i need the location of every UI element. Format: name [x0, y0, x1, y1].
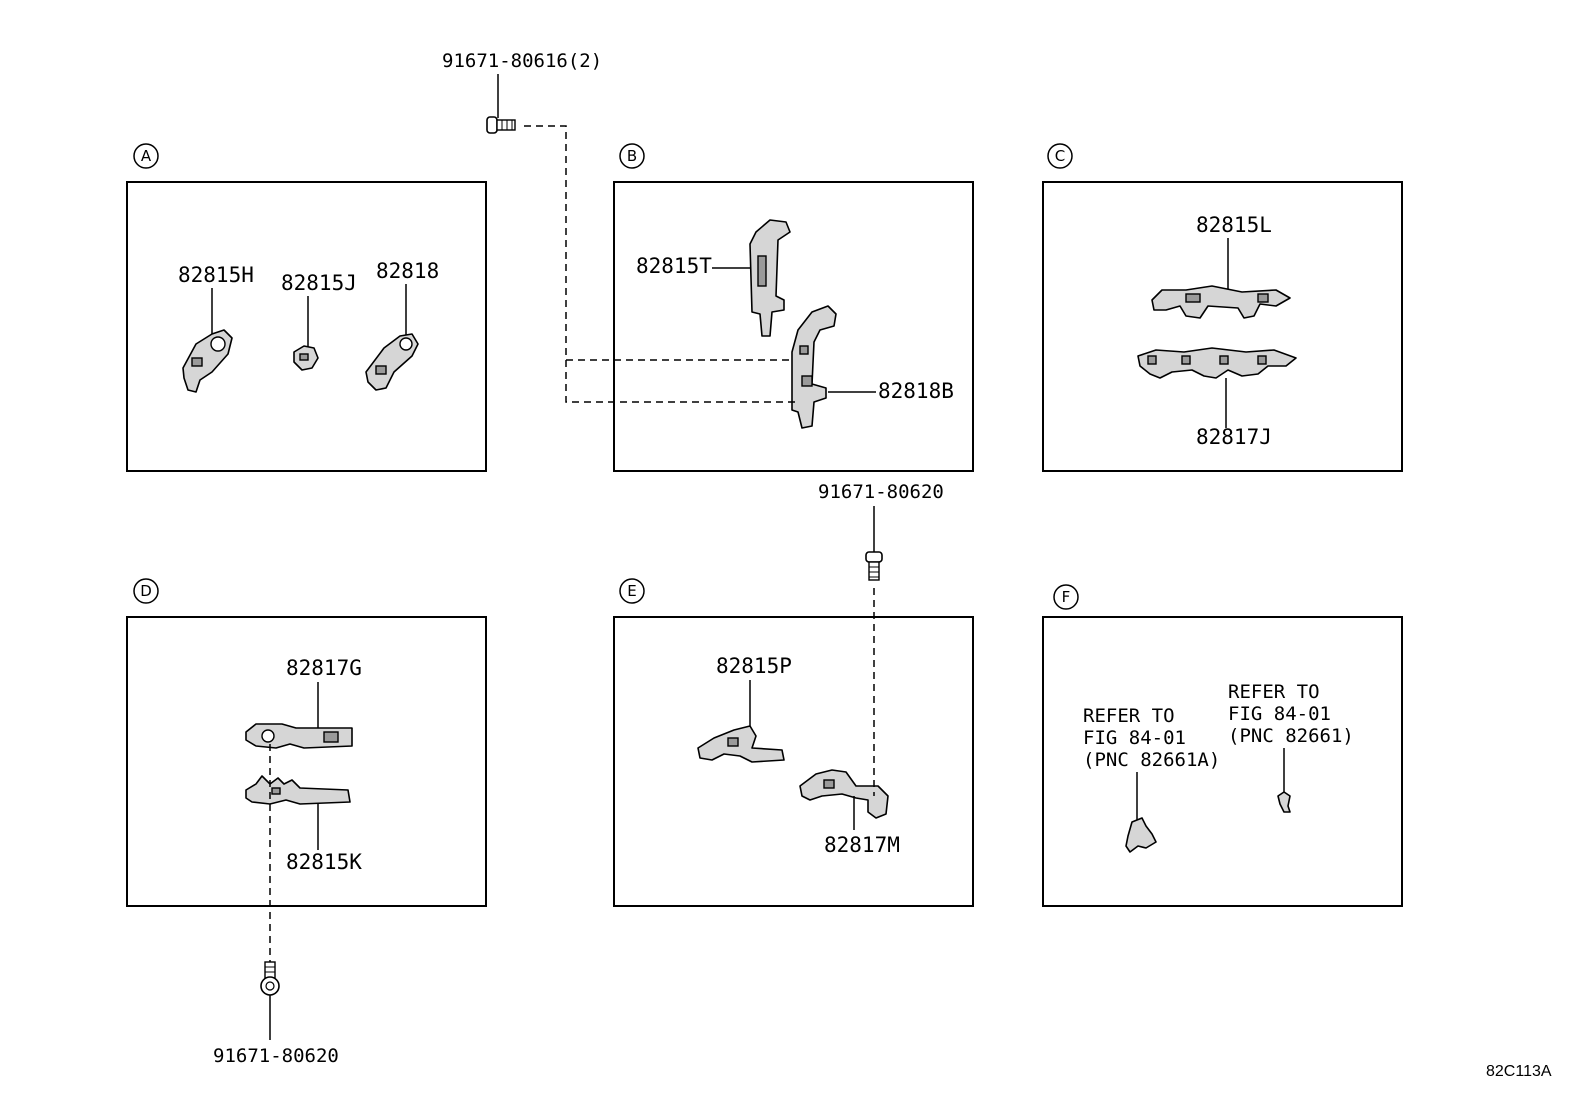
- ref-line: REFER TO: [1228, 681, 1320, 703]
- part-82661-shape: [1277, 791, 1291, 813]
- bolt-bottom-label: 91671-80620: [213, 1045, 339, 1067]
- part-82815k-shape: [245, 775, 351, 805]
- section-f-marker: F: [1062, 588, 1071, 606]
- section-f-frame: [1042, 616, 1403, 907]
- reference-note-82661: REFER TO FIG 84-01 (PNC 82661): [1228, 681, 1354, 747]
- part-82815l-shape: [1151, 285, 1291, 319]
- section-d-frame: [126, 616, 487, 907]
- part-82815h-shape: [182, 329, 233, 393]
- part-82817j-shape: [1137, 347, 1297, 379]
- bolt-middle-icon: [865, 551, 883, 581]
- part-82817g-shape: [245, 723, 353, 749]
- bolt-middle-label: 91671-80620: [818, 481, 944, 503]
- part-label-82815k: 82815K: [286, 850, 362, 874]
- part-label-82818b: 82818B: [878, 379, 954, 403]
- part-82817m-shape: [799, 769, 889, 819]
- ref-line: FIG 84-01: [1228, 703, 1331, 725]
- section-b-frame: [613, 181, 974, 472]
- part-82661a-shape: [1125, 817, 1157, 853]
- section-c-marker: C: [1055, 147, 1065, 165]
- part-82818-shape: [365, 333, 419, 391]
- section-a-marker: A: [141, 147, 152, 165]
- section-c-frame: [1042, 181, 1403, 472]
- part-label-82817g: 82817G: [286, 656, 362, 680]
- part-label-82815p: 82815P: [716, 654, 792, 678]
- bolt-bottom-icon: [260, 961, 280, 996]
- bolt-top-icon: [486, 116, 516, 134]
- ref-line: (PNC 82661A): [1083, 749, 1220, 771]
- section-a-frame: [126, 181, 487, 472]
- section-d-marker: D: [140, 582, 152, 600]
- part-label-82815h: 82815H: [178, 263, 254, 287]
- part-82815t-shape: [749, 219, 791, 337]
- part-82818b-shape: [791, 305, 837, 429]
- ref-line: (PNC 82661): [1228, 725, 1354, 747]
- part-82815j-shape: [293, 345, 319, 371]
- section-c: C 82815L 82817J: [1042, 143, 1403, 472]
- bolt-bottom: 91671-80620: [213, 744, 339, 1067]
- drawing-code: 82C113A: [1486, 1063, 1552, 1080]
- part-82815p-shape: [697, 725, 785, 763]
- bolt-top: 91671-80616(2): [442, 50, 800, 403]
- part-label-82817m: 82817M: [824, 833, 900, 857]
- section-b: B 82815T 82818B: [613, 143, 974, 472]
- reference-note-82661a: REFER TO FIG 84-01 (PNC 82661A): [1083, 705, 1220, 771]
- section-d: D 82817G 82815K: [126, 578, 487, 907]
- ref-line: REFER TO: [1083, 705, 1175, 727]
- section-e: E 82815P 82817M: [613, 578, 974, 907]
- part-label-82815t: 82815T: [636, 254, 712, 278]
- section-a: A 82815H 82815J 82818: [126, 143, 487, 472]
- part-label-82817j: 82817J: [1196, 425, 1272, 449]
- part-label-82815j: 82815J: [281, 271, 357, 295]
- part-label-82815l: 82815L: [1196, 213, 1272, 237]
- section-e-frame: [613, 616, 974, 907]
- section-b-marker: B: [627, 147, 637, 165]
- ref-line: FIG 84-01: [1083, 727, 1186, 749]
- bolt-top-label: 91671-80616(2): [442, 50, 602, 72]
- bolt-middle: 91671-80620: [818, 481, 944, 796]
- part-label-82818: 82818: [376, 259, 439, 283]
- section-e-marker: E: [627, 582, 636, 600]
- section-f: F REFER TO FIG 84-01 (PNC 82661A) REFER …: [1042, 584, 1403, 907]
